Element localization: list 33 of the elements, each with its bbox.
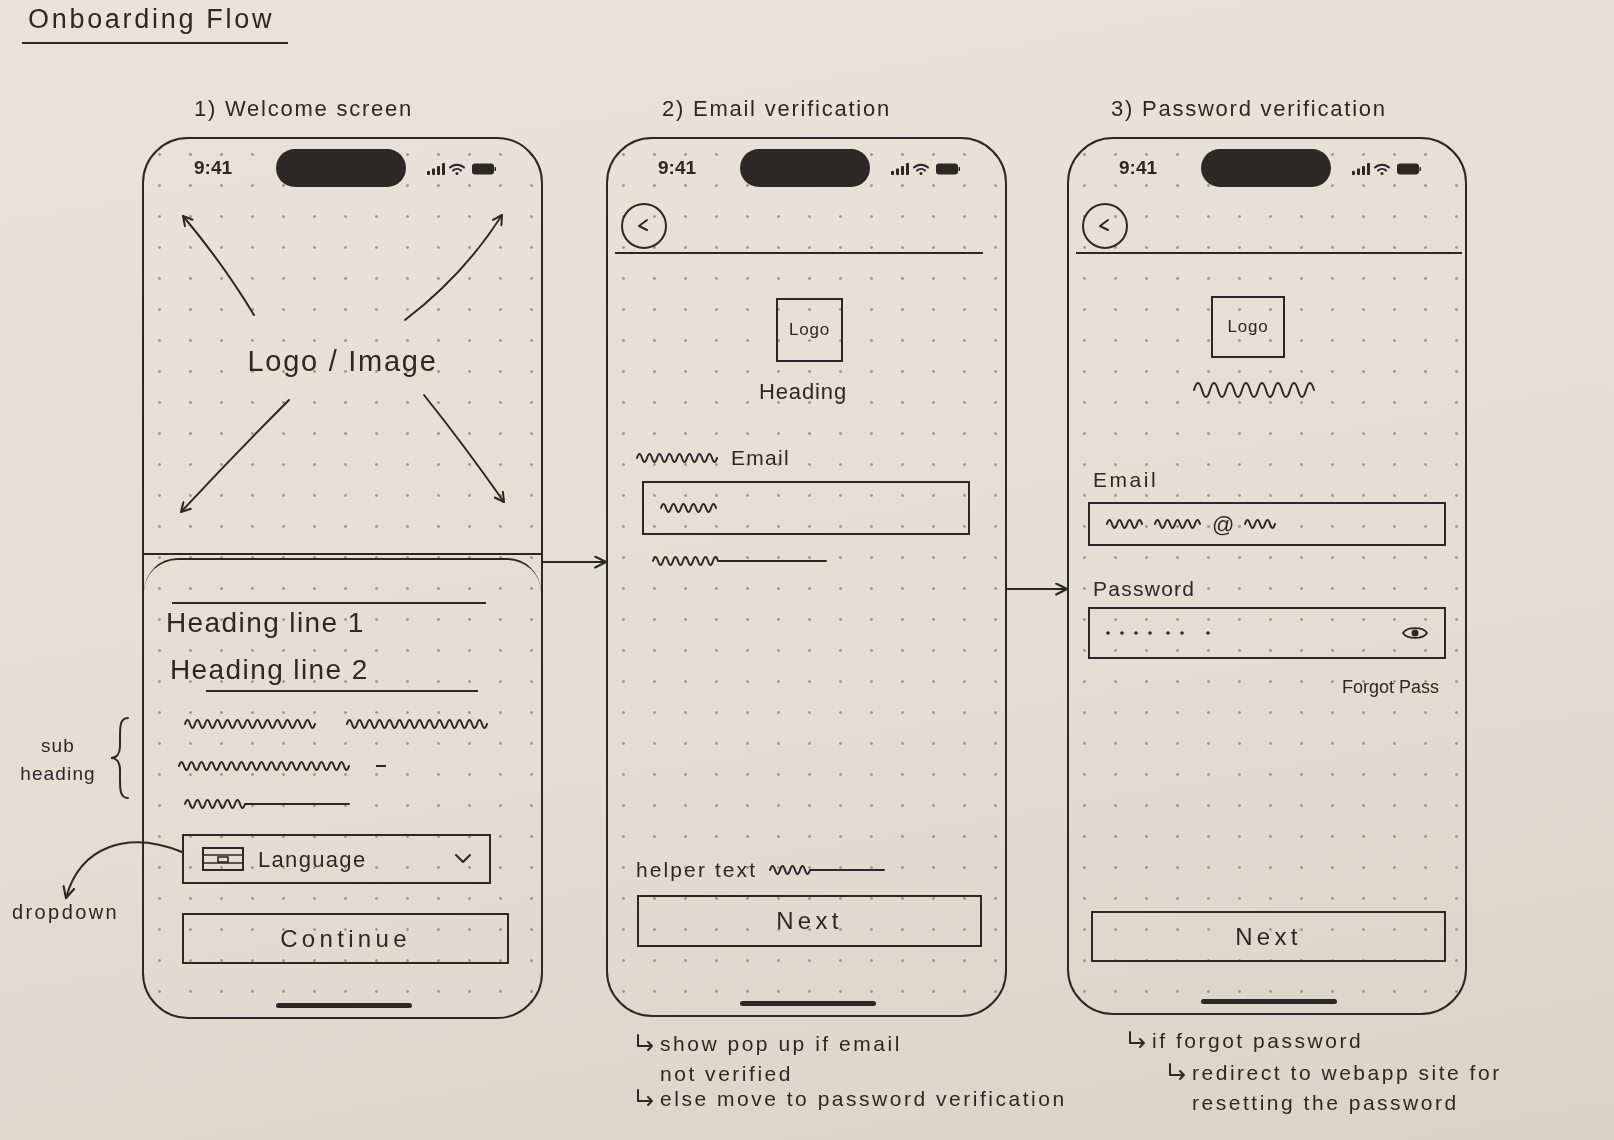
screen-title: 3) Password verification <box>1111 95 1387 123</box>
area-label: Logo / Image <box>247 344 438 379</box>
link-text: Forgot Pass <box>1340 676 1439 699</box>
flow-arrow <box>542 555 608 569</box>
select-dropdown: Language <box>182 834 491 884</box>
image-slot: Logo <box>1211 296 1285 358</box>
heading-text: Heading line 1 <box>166 606 365 640</box>
action-button: Next <box>1091 911 1446 962</box>
heading-text: Heading line 2 <box>170 653 369 687</box>
status-time: 9:41 <box>1119 156 1158 180</box>
leader-line <box>63 841 183 900</box>
note-text: redirect to webapp site for resetting the password <box>1192 1060 1503 1116</box>
action-button: Next <box>637 895 982 947</box>
screen-title: 2) Email verification <box>662 95 891 123</box>
field-label: Password <box>1093 576 1196 602</box>
field-label: Email <box>731 445 790 471</box>
heading-text: Heading <box>757 378 849 406</box>
status-time: 9:41 <box>194 156 233 180</box>
action-button: Continue <box>182 913 509 964</box>
annotation-text: sub heading <box>19 734 97 786</box>
input-field <box>1088 607 1446 659</box>
input-field: @ <box>1088 502 1446 546</box>
callout-label: dropdown <box>12 898 120 926</box>
status-time: 9:41 <box>658 156 697 180</box>
image-slot: Logo <box>776 298 843 362</box>
note-text: else move to password verification <box>660 1086 1067 1112</box>
page-title: Onboarding Flow <box>22 2 289 44</box>
flow-arrow <box>1006 582 1069 596</box>
input-field <box>642 481 970 535</box>
field-label: Email <box>1093 467 1159 493</box>
note-text: if forgot password <box>1152 1028 1364 1054</box>
helper-text: helper text <box>636 857 758 883</box>
screen-title: 1) Welcome screen <box>194 95 414 123</box>
